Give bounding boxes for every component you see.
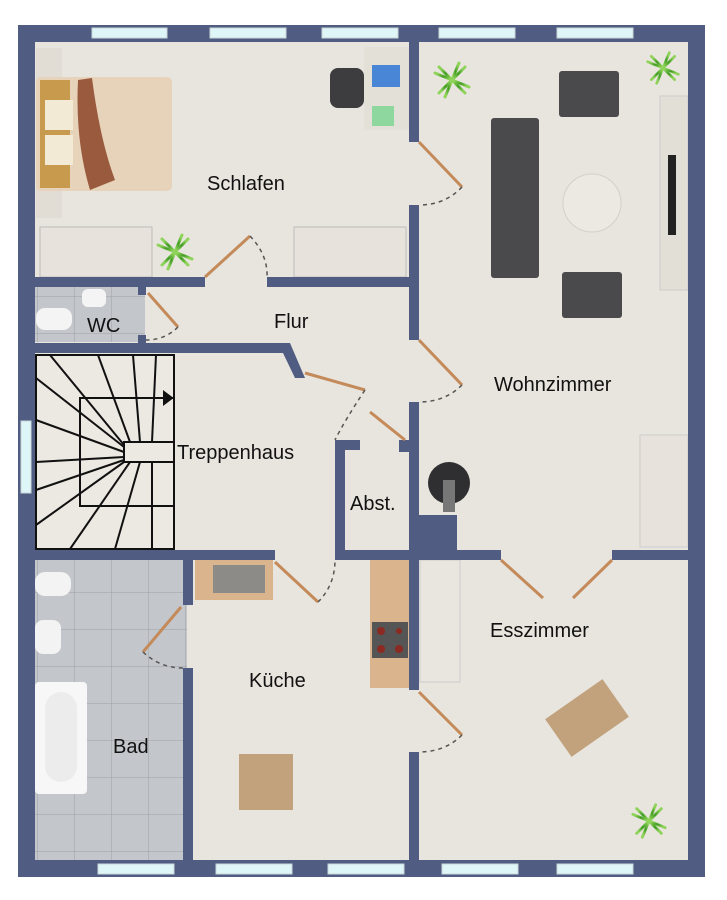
kitchen-cabinet — [419, 559, 461, 683]
wardrobe-left — [39, 226, 153, 278]
kitchen-table — [239, 754, 293, 810]
room-label-abst: Abst. — [350, 493, 396, 515]
dining-table — [545, 679, 629, 757]
coffee-table — [562, 173, 622, 233]
plant-icon — [630, 802, 668, 840]
bed — [36, 48, 172, 218]
room-label-wohnzimmer: Wohnzimmer — [494, 374, 612, 396]
room-label-esszimmer: Esszimmer — [490, 620, 589, 642]
room-label-kueche: Küche — [249, 670, 306, 692]
sink — [213, 565, 265, 593]
room-label-wc: WC — [87, 315, 121, 337]
toilet — [35, 572, 71, 596]
doors — [141, 140, 614, 737]
staircase — [35, 354, 175, 550]
sofa — [491, 71, 622, 318]
plant-icon — [645, 50, 681, 86]
cabinet — [639, 434, 689, 548]
door-swings — [142, 186, 463, 753]
basin — [35, 620, 61, 654]
room-label-schlafen: Schlafen — [207, 173, 285, 195]
room-label-bad: Bad — [113, 736, 149, 758]
shelf — [659, 95, 689, 291]
room-label-treppenhaus: Treppenhaus — [177, 442, 295, 464]
wc-toilet — [36, 308, 72, 330]
room-label-flur: Flur — [274, 311, 309, 333]
plant-icon — [155, 232, 195, 272]
cooktop — [372, 622, 408, 658]
tv — [668, 155, 676, 235]
desk — [330, 47, 409, 130]
wardrobe-right — [293, 226, 407, 278]
plant-icon — [432, 60, 472, 100]
wc-basin — [82, 289, 106, 307]
windows — [20, 27, 634, 875]
